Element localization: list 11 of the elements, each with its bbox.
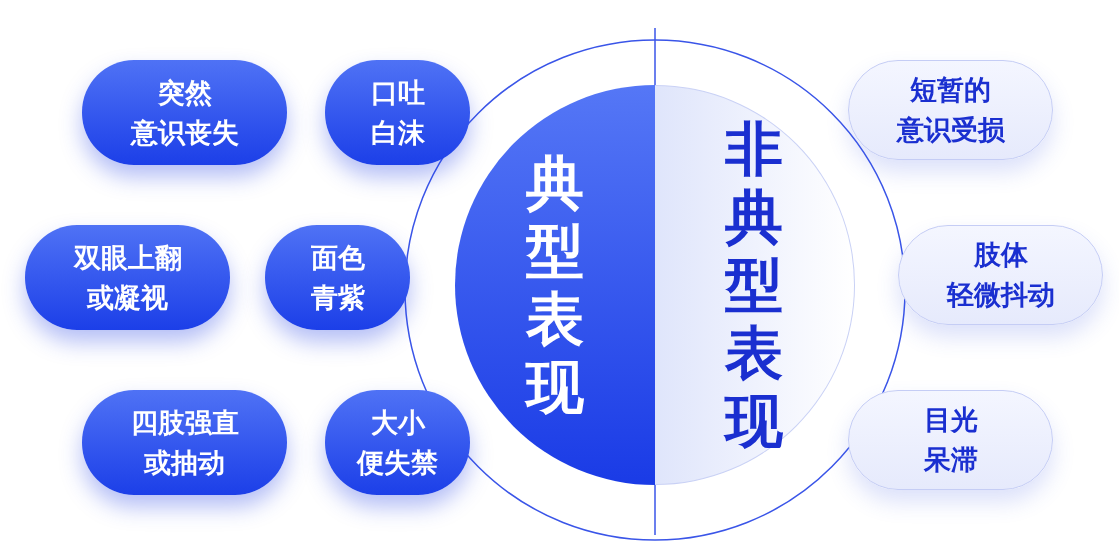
vertical-title: 非典型表现 xyxy=(724,115,785,455)
symptom-pill: 目光呆滞 xyxy=(848,390,1053,490)
symptom-pill: 短暂的意识受损 xyxy=(848,60,1053,160)
symptom-pill: 口吐白沫 xyxy=(325,60,470,165)
symptom-pill: 大小便失禁 xyxy=(325,390,470,495)
symptom-pill: 面色青紫 xyxy=(265,225,410,330)
symptom-pill: 四肢强直或抽动 xyxy=(82,390,287,495)
vertical-title: 典型表现 xyxy=(524,149,585,421)
symptom-pill: 双眼上翻或凝视 xyxy=(25,225,230,330)
symptom-pill: 突然意识丧失 xyxy=(82,60,287,165)
symptom-pill: 肢体轻微抖动 xyxy=(898,225,1103,325)
